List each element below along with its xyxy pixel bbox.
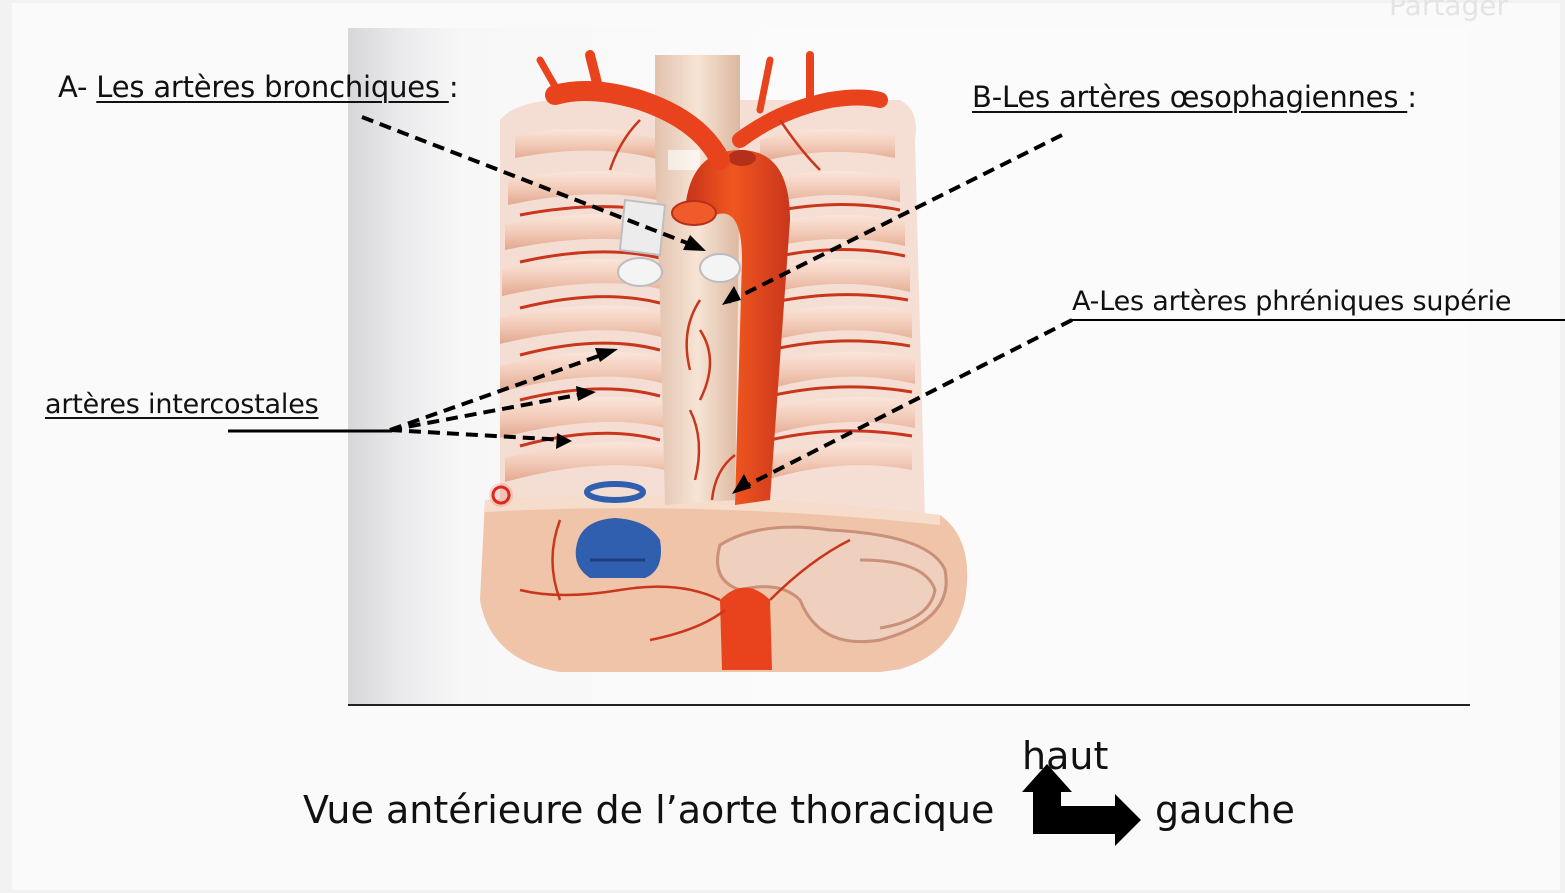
pointer-marker <box>489 483 513 507</box>
orientation-left-label: gauche <box>1155 788 1295 832</box>
label-phrenic-arteries: A-Les artères phréniques supérie <box>1072 286 1565 317</box>
figure-caption: Vue antérieure de l’aorte thoracique <box>303 788 994 832</box>
bronchial-prefix: A- <box>58 70 96 104</box>
bronchial-text: Les artères bronchiques <box>96 70 449 104</box>
intercostal-text: artères intercostales <box>45 389 318 420</box>
label-intercostal-arteries: artères intercostales <box>45 389 318 420</box>
label-esophageal-arteries: B-Les artères œsophagiennes : <box>972 80 1417 114</box>
label-bronchial-arteries: A- Les artères bronchiques : <box>58 70 458 104</box>
phrenic-text: A-Les artères phréniques supérie <box>1072 286 1511 317</box>
esophageal-suffix: : <box>1407 80 1417 114</box>
bronchial-suffix: : <box>449 70 459 104</box>
orientation-up-label: haut <box>1022 734 1108 778</box>
figure-baseline <box>348 704 1470 706</box>
esophageal-text: B-Les artères œsophagiennes <box>972 80 1407 114</box>
